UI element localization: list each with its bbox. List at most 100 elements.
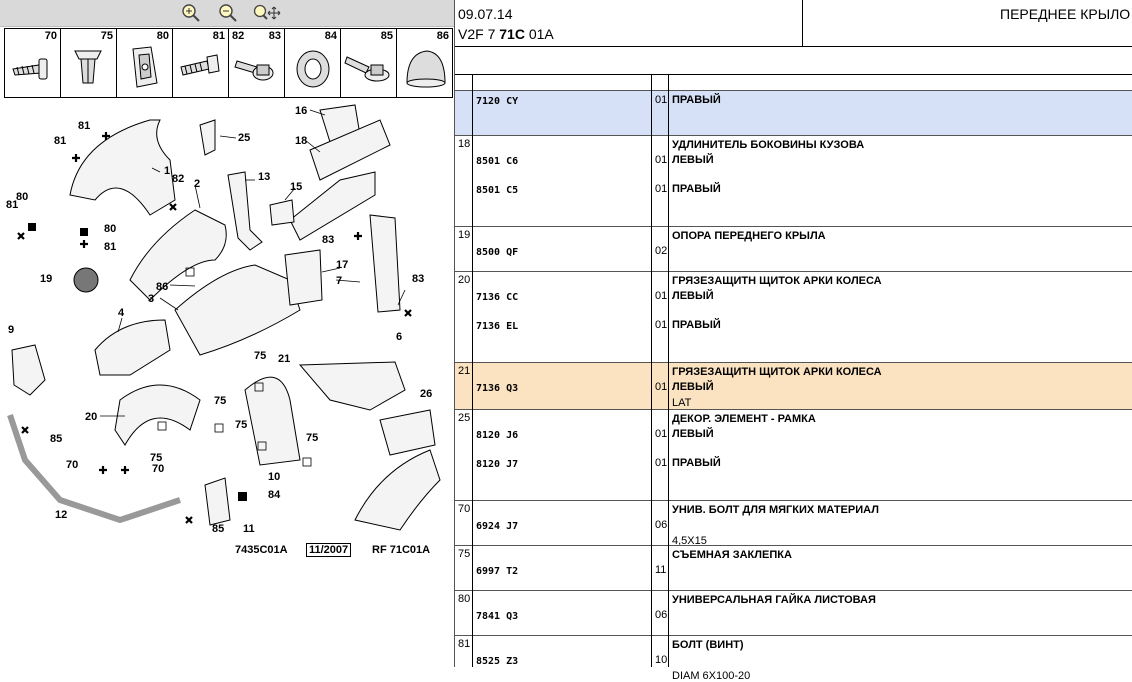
callout[interactable]: 2 — [194, 178, 200, 190]
callout[interactable]: 75 — [254, 350, 266, 362]
part-qty: 01 — [655, 457, 668, 469]
callout[interactable]: 3 — [148, 293, 154, 305]
header-title: ПЕРЕДНЕЕ КРЫЛО — [1000, 6, 1131, 22]
callout[interactable]: 81 — [104, 241, 116, 253]
callout[interactable]: 82 — [172, 173, 184, 185]
callout[interactable]: 80 — [104, 223, 116, 235]
diagram-panel: 70 75 80 81 82 83 84 85 86 — [0, 0, 455, 667]
part-code: 8501 C5 — [476, 185, 519, 196]
fastener-cell[interactable]: 75 — [61, 29, 117, 97]
part-qty: 02 — [655, 245, 668, 257]
callout[interactable]: 6 — [396, 331, 402, 343]
callout[interactable]: 13 — [258, 171, 270, 183]
callout[interactable]: 1 — [164, 165, 170, 177]
row-ref-number: 70 — [458, 503, 471, 515]
part-variant: ПРАВЫЙ — [672, 183, 721, 195]
screw-washer-icon — [344, 56, 390, 82]
row-ref-number: 19 — [458, 229, 471, 241]
part-variant: ПРАВЫЙ — [672, 319, 721, 331]
part-qty: 01 — [655, 381, 668, 393]
fastener-cell[interactable]: 81 — [173, 29, 229, 97]
bracket — [94, 319, 171, 376]
callout[interactable]: 75 — [214, 395, 226, 407]
washer-bolt-icon — [234, 60, 274, 81]
callout[interactable]: 81 — [54, 135, 66, 147]
callout[interactable]: 26 — [420, 388, 432, 400]
row-description: ГРЯЗЕЗАЩИТН ЩИТОК АРКИ КОЛЕСА — [672, 275, 882, 287]
bolt-icon — [180, 54, 220, 76]
fastener-cell[interactable]: 84 — [285, 29, 341, 97]
part-code: 8120 J7 — [476, 459, 519, 470]
clip-nut-icon — [132, 46, 158, 88]
fastener-cell[interactable]: 85 — [341, 29, 397, 97]
callout[interactable]: 12 — [55, 509, 67, 521]
row-ref-number: 81 — [458, 638, 471, 650]
callout[interactable]: 70 — [66, 459, 78, 471]
wheel-liner — [114, 384, 201, 446]
callout[interactable]: 20 — [85, 411, 97, 423]
callout[interactable]: 7 — [336, 275, 342, 287]
header-date: 09.07.14 — [458, 6, 513, 22]
callout[interactable]: 10 — [268, 471, 280, 483]
row-description: ДЕКОР. ЭЛЕМЕНТ - РАМКА — [672, 413, 816, 425]
callout[interactable]: 83 — [322, 234, 334, 246]
callout[interactable]: 80 — [16, 191, 28, 203]
callout[interactable]: 81 — [78, 120, 90, 132]
grommet-icon — [296, 50, 330, 88]
callout[interactable]: 70 — [152, 463, 164, 475]
row-ref-number: 75 — [458, 548, 471, 560]
pan-icon[interactable] — [252, 3, 282, 23]
fastener-cell[interactable]: 70 — [5, 29, 61, 97]
callout[interactable]: 11 — [243, 523, 255, 535]
part-code: 7136 Q3 — [476, 383, 519, 394]
zoom-in-icon[interactable] — [180, 3, 202, 23]
cap-icon — [406, 50, 446, 88]
callout[interactable]: 75 — [235, 419, 247, 431]
part-qty: 01 — [655, 154, 668, 166]
grommet — [73, 267, 99, 293]
callout[interactable]: 86 — [156, 281, 168, 293]
fastener-cell[interactable]: 80 — [117, 29, 173, 97]
callout[interactable]: 81 — [6, 199, 18, 211]
part-code: 7136 EL — [476, 321, 519, 332]
callout[interactable]: 85 — [212, 523, 224, 535]
callout[interactable]: 85 — [50, 433, 62, 445]
part-15 — [269, 199, 295, 226]
row-ref-number: 80 — [458, 593, 471, 605]
callout[interactable]: 16 — [295, 105, 307, 117]
row-description: БОЛТ (ВИНТ) — [672, 639, 744, 651]
callout[interactable]: 83 — [412, 273, 424, 285]
inner-panel — [129, 209, 227, 301]
wheelhouse — [174, 264, 301, 356]
callout[interactable]: 19 — [40, 273, 52, 285]
part-variant: ЛЕВЫЙ — [672, 428, 714, 440]
callout[interactable]: 84 — [268, 489, 281, 501]
callout[interactable]: 25 — [238, 132, 250, 144]
callout[interactable]: 21 — [278, 353, 290, 365]
callout[interactable]: 75 — [150, 452, 162, 464]
callout[interactable]: 17 — [336, 259, 348, 271]
callout[interactable]: 18 — [295, 135, 307, 147]
callout[interactable]: 75 — [306, 432, 318, 444]
callout[interactable]: 15 — [290, 181, 302, 193]
side-member — [298, 361, 406, 411]
part-variant: ЛЕВЫЙ — [672, 381, 714, 393]
fastener-cell[interactable]: 86 — [397, 29, 452, 97]
part-qty: 01 — [655, 428, 668, 440]
callout[interactable]: 9 — [8, 324, 14, 336]
fastener-cell[interactable]: 82 83 — [229, 29, 285, 97]
callout[interactable]: 4 — [118, 307, 125, 319]
trim-25 — [199, 119, 216, 156]
zoom-out-icon[interactable] — [217, 3, 239, 23]
row-description: ГРЯЗЕЗАЩИТН ЩИТОК АРКИ КОЛЕСА — [672, 366, 882, 378]
